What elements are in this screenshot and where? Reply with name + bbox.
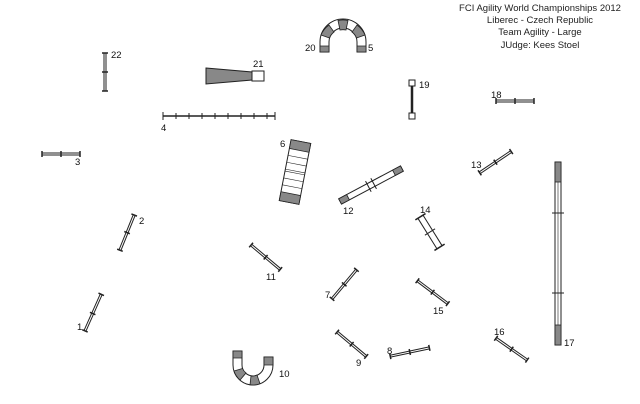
number-2: 2: [139, 216, 144, 227]
tunnel-10: [232, 350, 274, 386]
jump-11: [248, 242, 283, 273]
course-info: FCI Agility World Championships 2012 Lib…: [440, 3, 640, 52]
event-title: FCI Agility World Championships 2012: [459, 3, 621, 14]
jump-22: [102, 52, 108, 92]
a-frame-6: [278, 139, 312, 205]
number-18: 18: [491, 90, 502, 101]
number-5: 5: [368, 43, 373, 54]
jump-3: [41, 151, 81, 157]
tunnel-5-20: [319, 18, 367, 53]
number-1: 1: [77, 322, 82, 333]
jump-13: [477, 148, 514, 176]
number-15: 15: [433, 306, 444, 317]
number-9: 9: [356, 358, 361, 369]
number-8: 8: [387, 346, 392, 357]
jump-7: [329, 267, 360, 302]
number-19: 19: [419, 80, 430, 91]
number-10: 10: [279, 369, 290, 380]
dog-walk-17: [552, 161, 564, 346]
number-20: 20: [305, 43, 316, 54]
chute-21: [205, 67, 265, 85]
number-4: 4: [161, 123, 166, 134]
jump-1: [81, 292, 105, 333]
number-6: 6: [280, 139, 285, 150]
number-17: 17: [564, 338, 575, 349]
long-jump-4: [162, 112, 276, 120]
jump-15: [415, 277, 451, 307]
number-3: 3: [75, 157, 80, 168]
number-21: 21: [253, 59, 264, 70]
number-16: 16: [494, 327, 505, 338]
jump-18: [495, 98, 535, 104]
jump-2: [116, 213, 138, 253]
number-7: 7: [325, 290, 330, 301]
number-22: 22: [111, 50, 122, 61]
number-14: 14: [420, 205, 431, 216]
jump-9: [334, 329, 369, 360]
event-judge: JUdge: Kees Stoel: [500, 39, 580, 51]
number-11: 11: [266, 272, 276, 283]
jump-8: [388, 344, 431, 360]
double-jump-14: [414, 212, 446, 252]
event-location: Liberec - Czech Republic: [486, 15, 594, 27]
weave-poles-19: [408, 79, 416, 120]
seesaw-12: [338, 165, 404, 205]
jump-16: [493, 335, 530, 363]
event-class: Team Agility - Large: [498, 27, 582, 39]
number-13: 13: [471, 160, 482, 171]
number-12: 12: [343, 206, 354, 217]
